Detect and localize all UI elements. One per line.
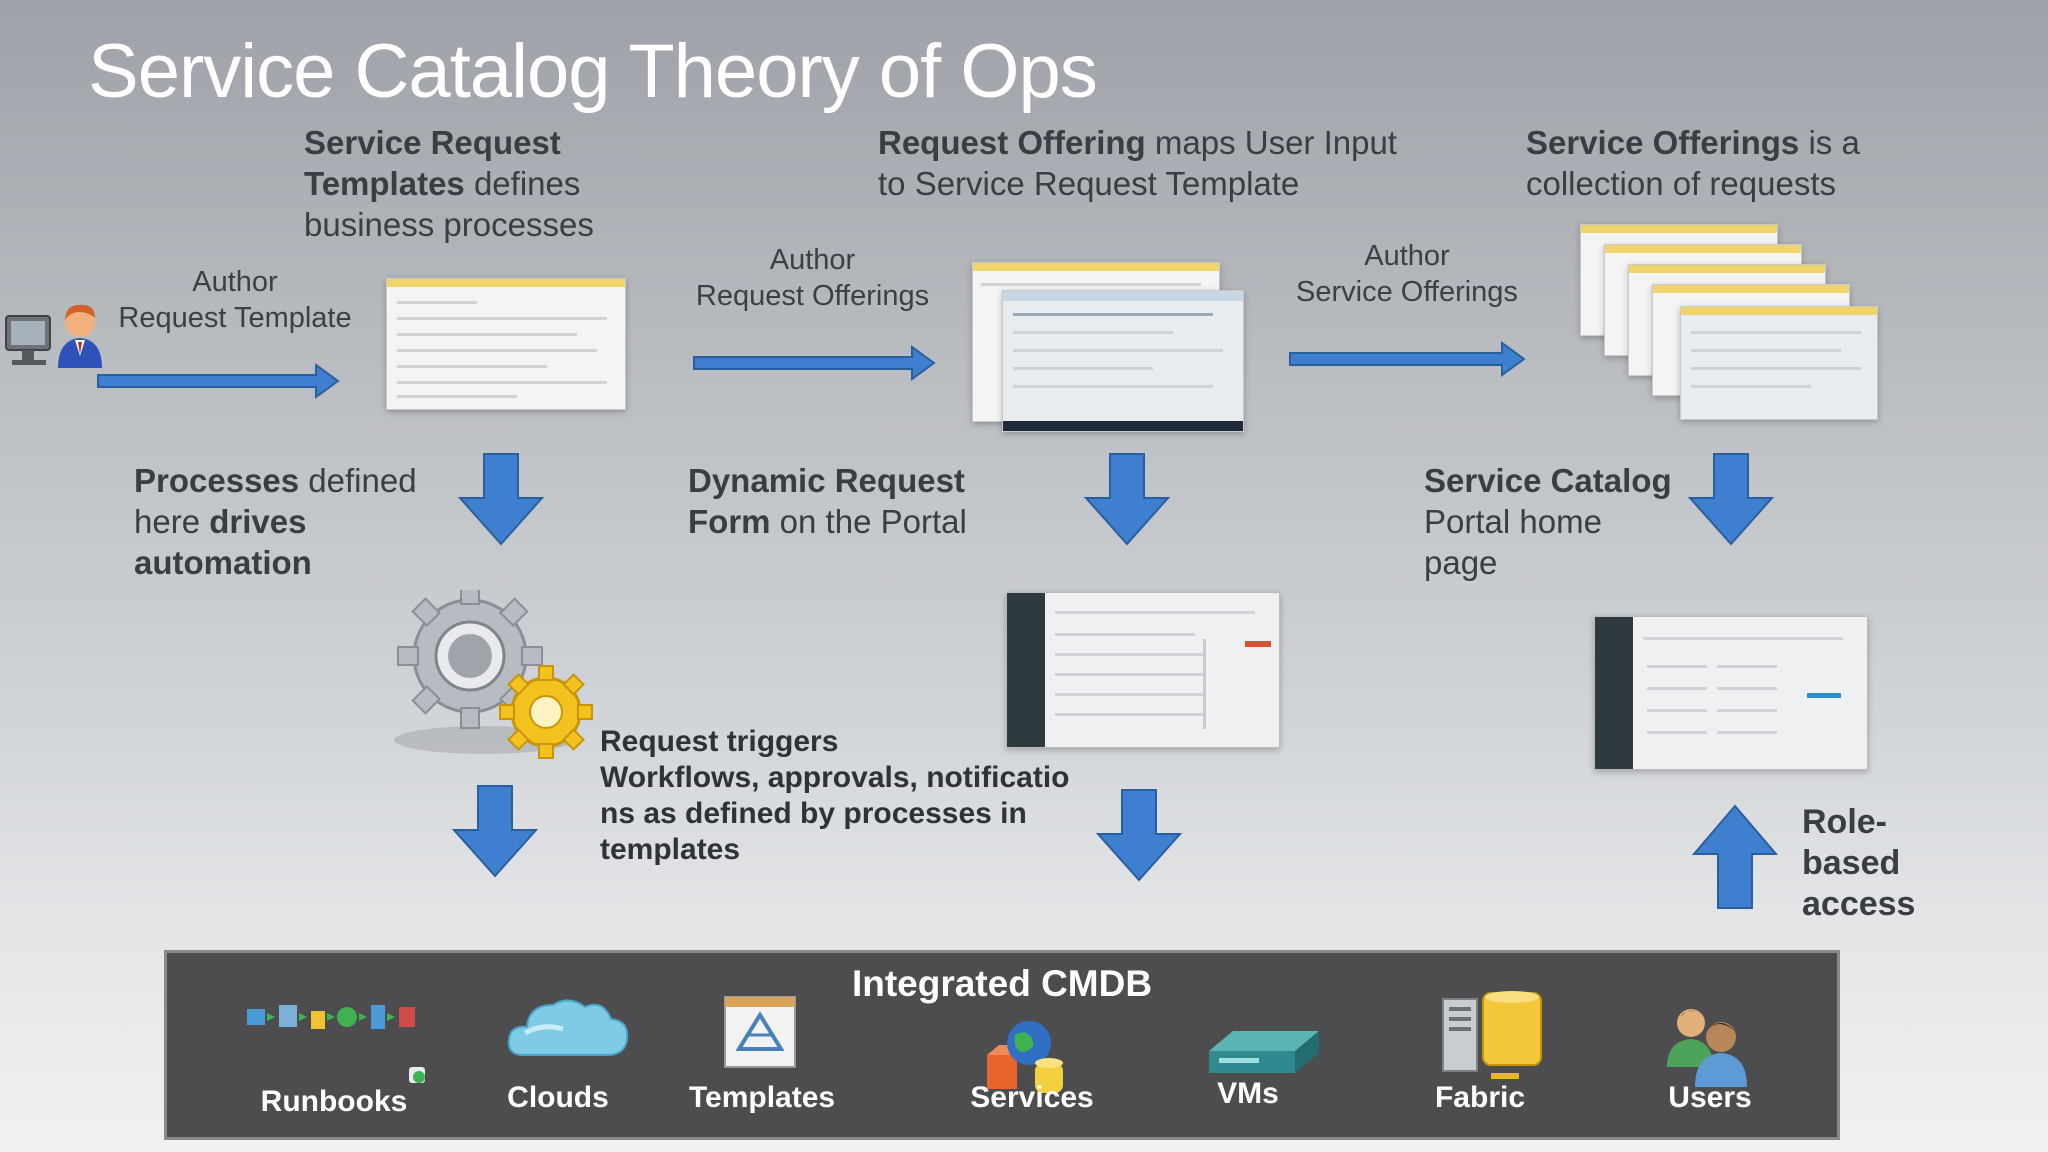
caption-bold: Service Request: [304, 124, 561, 161]
caption-service-request-templates: Service Request Templates defines busine…: [304, 122, 634, 245]
request-triggers-text: Request triggers Workflows, approvals, n…: [600, 724, 1070, 868]
caption-text: page: [1424, 544, 1498, 581]
arrow-up: [1691, 804, 1779, 909]
caption-text: is a: [1799, 124, 1860, 161]
portal-home-screenshot: [1594, 616, 1868, 770]
caption-text: business processes: [304, 206, 594, 243]
author-request-offerings-label: Author Request Offerings: [680, 242, 945, 314]
users-icon: [1667, 1009, 1747, 1087]
caption-text: on the Portal: [770, 503, 967, 540]
author-request-template-label: Author Request Template: [110, 264, 360, 336]
request-offering-screenshot-front: [1002, 290, 1244, 432]
services-icon: [987, 1021, 1063, 1093]
caption-request-offering: Request Offering maps User Input to Serv…: [878, 122, 1438, 204]
panel-title: Integrated CMDB: [851, 963, 1153, 1004]
cloud-icon: [507, 999, 629, 1056]
template-form-screenshot: [386, 278, 626, 410]
services-label: Services: [970, 1081, 1094, 1114]
label-line: Request Template: [118, 302, 352, 334]
caption-bold: Dynamic Request: [688, 462, 965, 499]
integrated-cmdb-panel: Integrated CMDB: [164, 950, 1840, 1140]
caption-bold: Request Offering: [878, 124, 1146, 161]
text-line: templates: [600, 833, 741, 866]
arrow-down-5: [1095, 789, 1183, 882]
caption-text: defines: [464, 165, 581, 202]
fabric-label: Fabric: [1434, 1081, 1526, 1114]
text-line: Request triggers: [600, 725, 839, 758]
text-line: access: [1802, 885, 1916, 923]
caption-text: here: [134, 503, 210, 540]
caption-bold: Service Offerings: [1526, 124, 1800, 161]
label-line: Service Offerings: [1296, 276, 1518, 308]
caption-text: maps User Input: [1145, 124, 1397, 161]
label-line: Author: [1364, 240, 1450, 272]
clouds-label: Clouds: [507, 1081, 609, 1114]
users-label: Users: [1668, 1081, 1752, 1114]
caption-dynamic-request-form: Dynamic Request Form on the Portal: [688, 460, 1028, 542]
templates-label: Templates: [688, 1081, 836, 1114]
arrow-right-3: [1289, 341, 1526, 377]
caption-bold: Form: [688, 503, 771, 540]
arrow-down-1: [457, 453, 545, 546]
label-line: Author: [192, 266, 278, 298]
runbooks-icon: [247, 1005, 425, 1083]
arrow-down-4: [451, 785, 539, 878]
caption-text: defined: [299, 462, 417, 499]
author-service-offerings-label: Author Service Offerings: [1282, 238, 1532, 310]
caption-bold: drives: [209, 503, 307, 540]
label-line: Request Offerings: [695, 280, 930, 312]
caption-service-offerings: Service Offerings is a collection of req…: [1526, 122, 1966, 204]
text-line: Workflows, approvals, notificatio: [600, 761, 1070, 794]
role-based-access-text: Role- based access: [1802, 802, 2002, 925]
page-title: Service Catalog Theory of Ops: [88, 29, 1098, 114]
caption-service-catalog: Service Catalog Portal home page: [1424, 460, 1704, 583]
fabric-icon: [1442, 991, 1542, 1079]
caption-text: to Service Request Template: [878, 165, 1300, 202]
service-offering-screenshot-5: [1680, 306, 1878, 420]
label-line: Author: [769, 244, 856, 276]
template-icon: [724, 996, 796, 1068]
text-line: Role-: [1802, 803, 1887, 841]
text-line: based: [1802, 844, 1901, 882]
portal-form-screenshot: [1006, 592, 1280, 748]
caption-bold: automation: [134, 544, 312, 581]
caption-processes: Processes defined here drives automation: [134, 460, 464, 583]
user-at-computer-icon: [5, 304, 102, 368]
arrow-down-3: [1687, 453, 1775, 546]
vm-icon: [1209, 1031, 1319, 1073]
arrow-down-2: [1083, 453, 1171, 546]
arrow-right-2: [693, 345, 936, 381]
caption-bold: Templates: [304, 165, 465, 202]
gears-icon: [394, 590, 593, 759]
vms-label: VMs: [1217, 1077, 1279, 1110]
caption-text: Portal home: [1424, 503, 1602, 540]
arrow-right-1: [97, 363, 340, 399]
caption-text: collection of requests: [1526, 165, 1837, 202]
caption-bold: Processes: [134, 462, 300, 499]
caption-bold: Service Catalog: [1424, 462, 1672, 499]
runbooks-label: Runbooks: [260, 1085, 408, 1118]
text-line: ns as defined by processes in: [600, 797, 1027, 830]
